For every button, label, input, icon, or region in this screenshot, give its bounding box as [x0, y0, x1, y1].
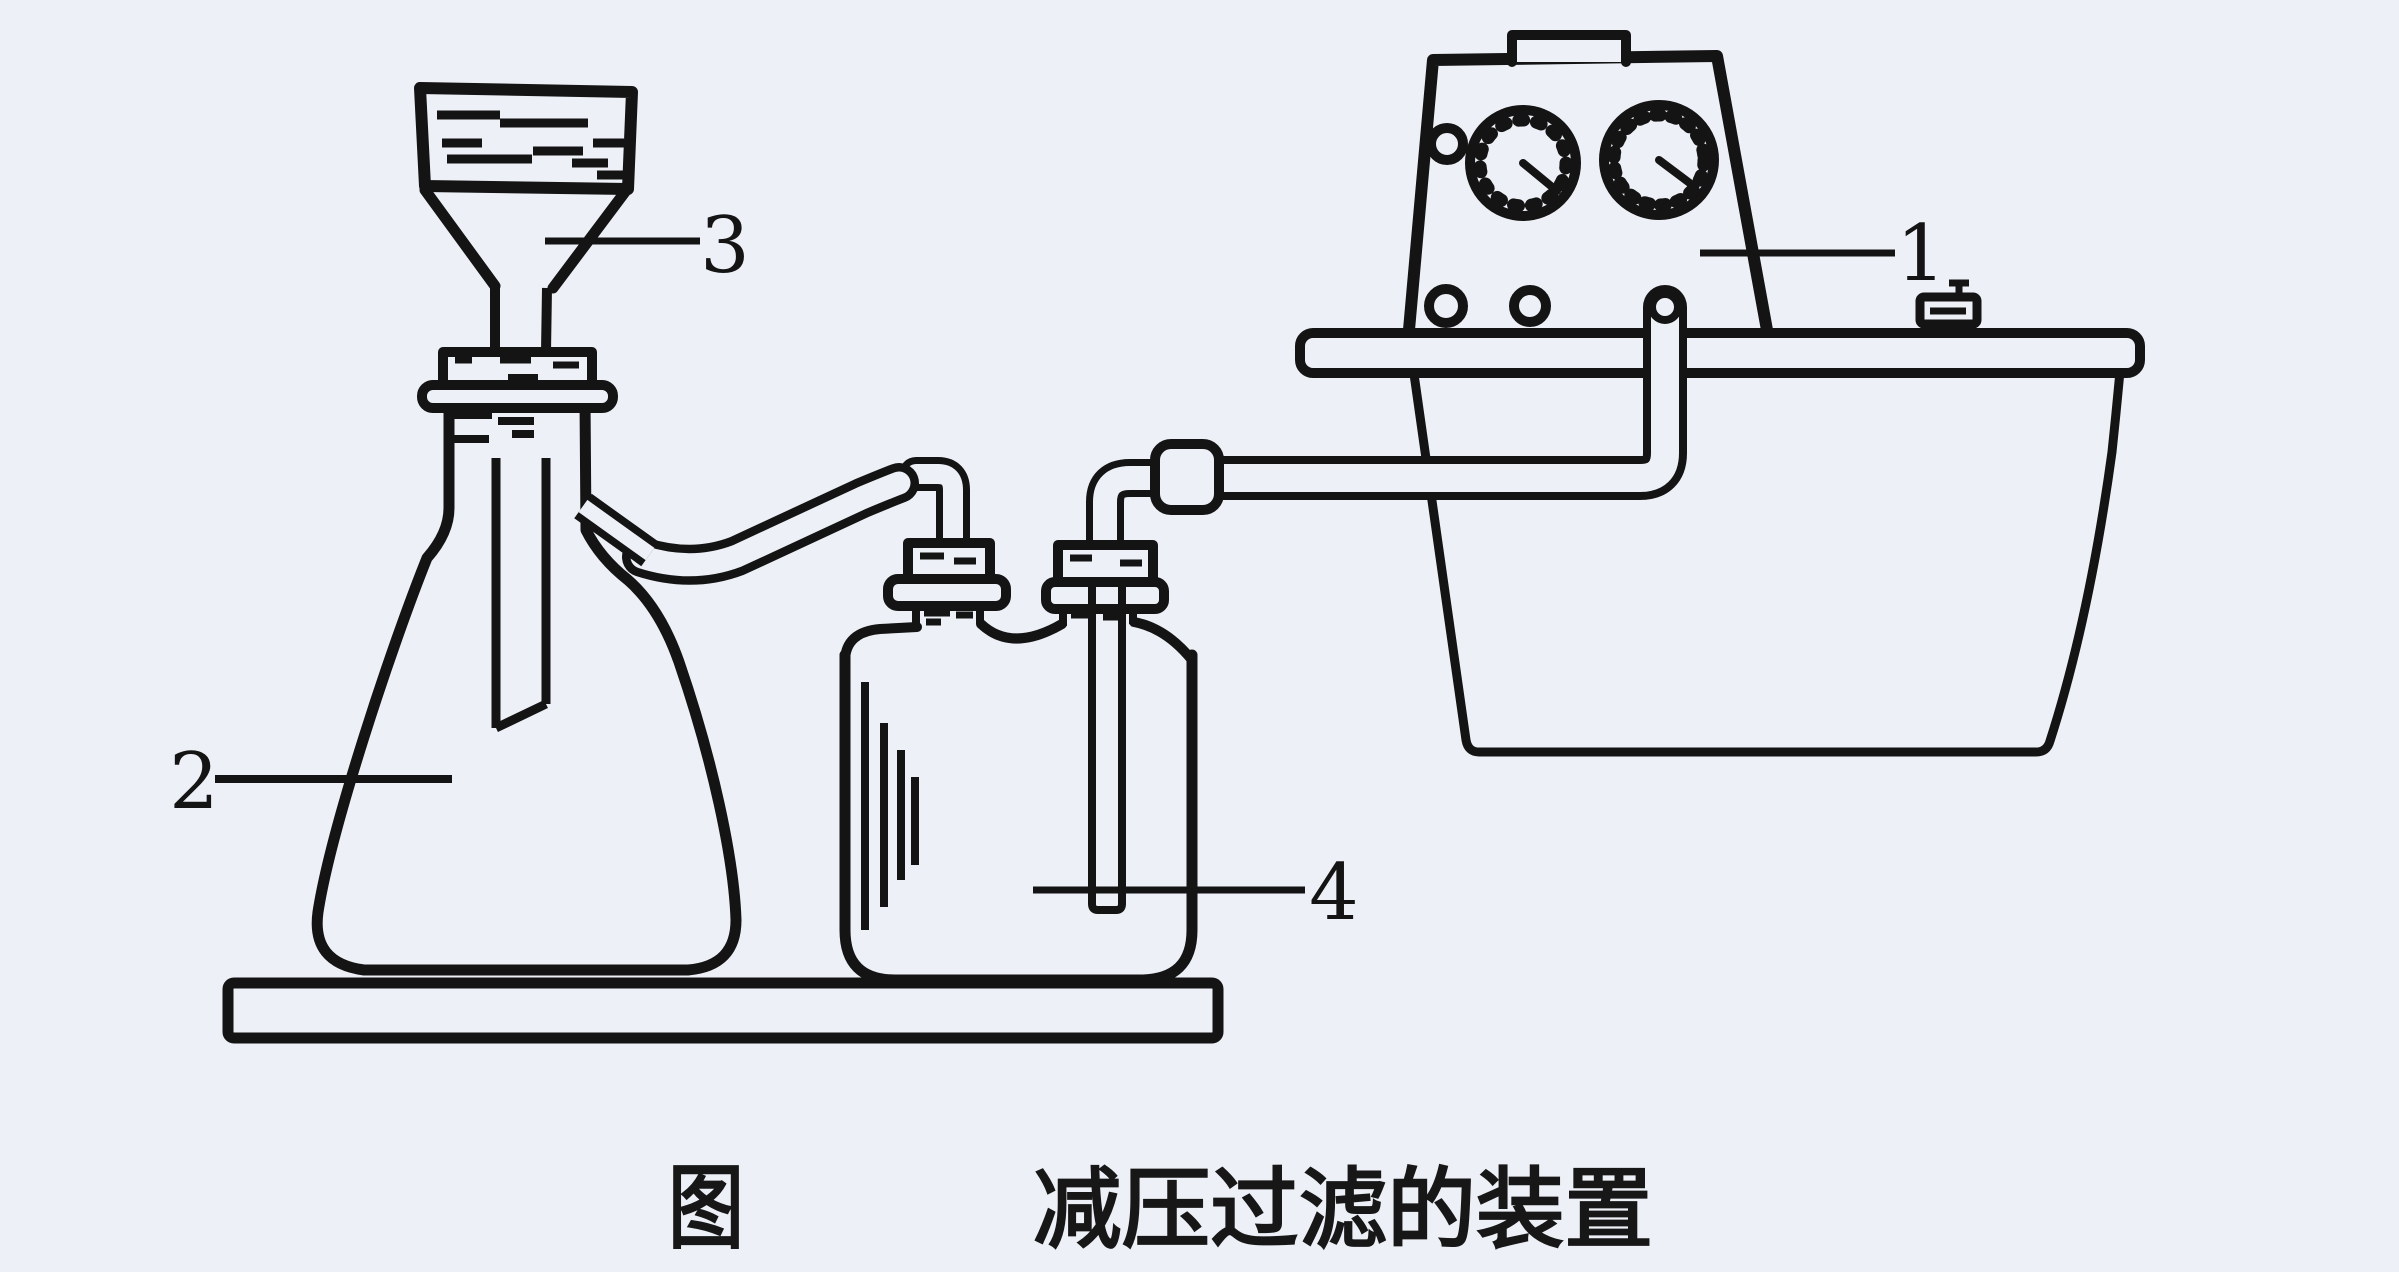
- filter-flask: [311, 347, 742, 976]
- pump-suction-pipe: [1148, 285, 1687, 500]
- vacuum-pump: [1148, 30, 2145, 757]
- bottle-right-stopper: [1041, 540, 1169, 626]
- pump-switch: [1915, 279, 1982, 334]
- pressure-gauge-left: [1465, 105, 1581, 221]
- bottle-right-inlet-tube: [1086, 459, 1187, 567]
- caption-prefix: 图: [668, 1155, 744, 1262]
- pump-knob-left: [1424, 284, 1468, 328]
- part-label-4-bottle: 4: [1033, 848, 1359, 938]
- bottle-internal-tube: [1088, 602, 1126, 914]
- safety-bottle: [622, 439, 1224, 986]
- label-4-text: 4: [1309, 848, 1359, 938]
- gauge-needle: [1519, 159, 1561, 195]
- bottle-shoulder-left: [840, 622, 922, 665]
- flask-neck-ring: [417, 380, 618, 413]
- pump-knob-right: [1509, 285, 1551, 327]
- base-plate: [222, 977, 1224, 1044]
- rubber-tubing: [622, 463, 919, 585]
- funnel-stem: [490, 286, 552, 353]
- hose-connector: [1150, 439, 1224, 515]
- bottle-left-inlet-tube: [899, 457, 970, 559]
- gauge-needle: [1655, 156, 1699, 191]
- label-2-text: 2: [169, 737, 219, 827]
- part-label-2-flask: 2: [169, 737, 452, 827]
- part-label-3-funnel: 3: [545, 201, 750, 291]
- funnel-cup-dashes: [437, 110, 624, 180]
- funnel-stem-inside: [491, 458, 551, 733]
- bottle-left-stopper: [883, 538, 1011, 626]
- pump-tank-rim: [1295, 328, 2145, 378]
- bottle-shoulder-right: [1129, 617, 1197, 665]
- buchner-funnel: [414, 82, 638, 353]
- glass-shading: [861, 682, 919, 930]
- label-3-text: 3: [700, 201, 750, 291]
- pressure-gauge-right: [1599, 100, 1719, 220]
- figure-caption: 图 减压过滤的装置: [668, 1155, 1653, 1262]
- neck-hatching: [454, 411, 534, 443]
- part-label-1-pump: 1: [1700, 209, 1946, 299]
- caption-title: 减压过滤的装置: [1033, 1158, 1653, 1261]
- flask-outline: [311, 394, 742, 976]
- pump-tank: [1407, 355, 2126, 757]
- bottle-outline: [839, 649, 1198, 986]
- label-1-text: 1: [1896, 209, 1946, 299]
- flask-side-arm: [574, 493, 659, 567]
- pump-handle: [1507, 30, 1631, 67]
- pipe-opening: [1648, 290, 1682, 324]
- bottle-shoulder-middle: [976, 619, 1067, 644]
- pump-indicator-light: [1426, 123, 1468, 165]
